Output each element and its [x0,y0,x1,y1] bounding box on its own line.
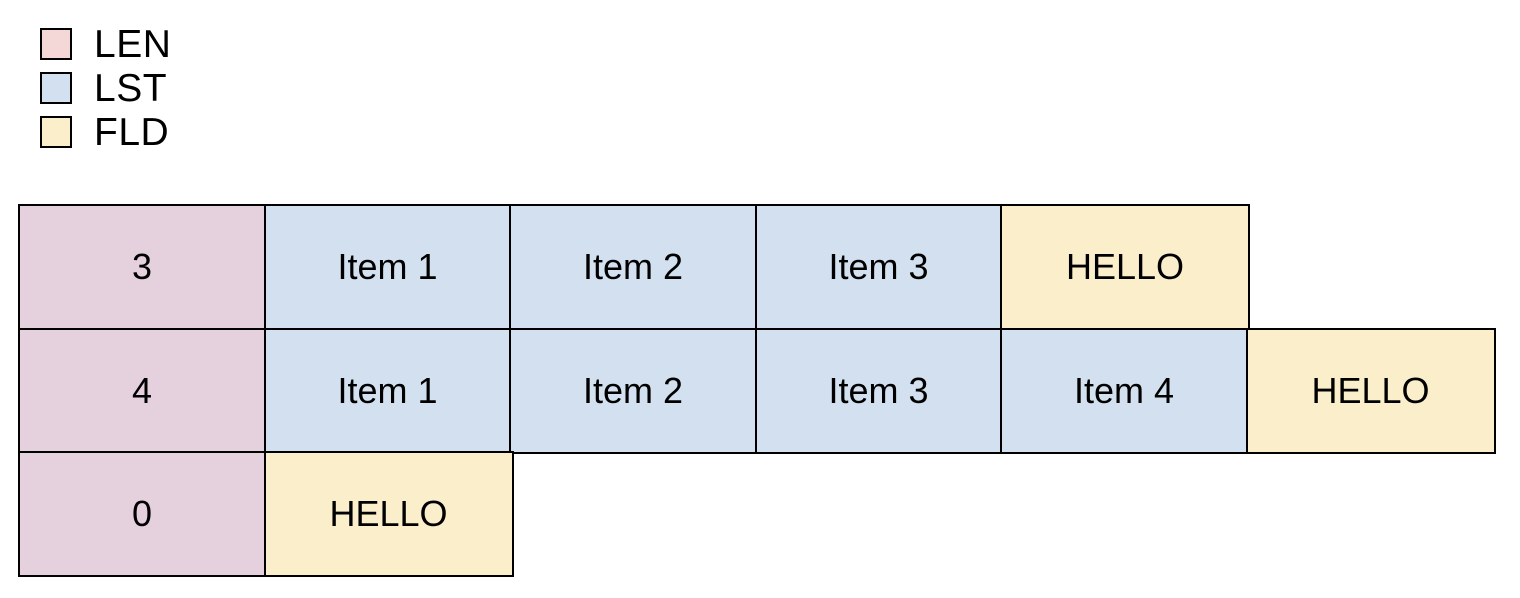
memory-layout-table: 3 Item 1 Item 2 Item 3 HELLO 4 Item 1 It… [18,204,1496,577]
table-row: 3 Item 1 Item 2 Item 3 HELLO [18,204,1496,330]
legend-label-lst: LST [94,66,168,110]
legend: LEN LST FLD [40,22,171,154]
legend-item-lst: LST [40,66,171,110]
table-cell-fld: HELLO [263,451,514,577]
table-cell-len: 4 [18,327,266,454]
legend-swatch-len-icon [40,28,72,60]
table-cell-len: 0 [18,451,266,577]
table-cell-len: 3 [18,204,266,330]
table-cell-lst: Item 3 [754,204,1003,330]
table-cell-lst: Item 4 [1000,327,1248,454]
table-row: 0 HELLO [18,451,1496,577]
table-cell-lst: Item 1 [263,204,512,330]
table-cell-lst: Item 3 [754,327,1003,454]
table-cell-lst: Item 1 [263,327,512,454]
table-cell-lst: Item 2 [509,204,757,330]
table-cell-lst: Item 2 [509,327,757,454]
legend-item-fld: FLD [40,110,171,154]
legend-item-len: LEN [40,22,171,66]
legend-swatch-lst-icon [40,72,72,104]
legend-label-fld: FLD [94,110,170,154]
legend-label-len: LEN [94,22,172,66]
table-row: 4 Item 1 Item 2 Item 3 Item 4 HELLO [18,327,1496,454]
legend-swatch-fld-icon [40,116,72,148]
table-cell-fld: HELLO [1245,327,1496,454]
table-cell-fld: HELLO [1000,204,1250,330]
